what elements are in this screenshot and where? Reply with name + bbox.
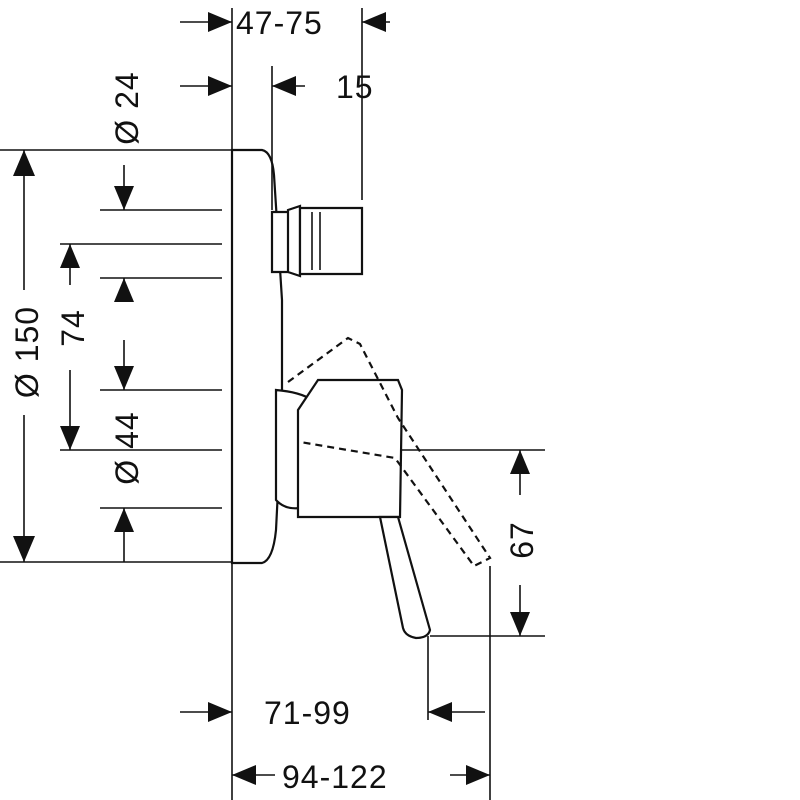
dimension-labels: 47-75 15 Ø 24 Ø 150 74 Ø 44 67 71-99 94-… [9, 5, 540, 795]
dim-74-label: 74 [55, 309, 91, 347]
dim-94-122-label: 94-122 [282, 759, 388, 795]
dim-150-label: Ø 150 [9, 306, 45, 398]
dim-67-label: 67 [504, 521, 540, 559]
dimension-lines [13, 12, 530, 785]
lever-handle [378, 515, 432, 640]
mixer-body [230, 148, 492, 640]
dim-24-label: Ø 24 [109, 71, 145, 144]
dim-47-75-label: 47-75 [236, 5, 323, 41]
dim-71-99-label: 71-99 [264, 695, 351, 731]
lever-block [296, 378, 404, 519]
dim-15-label: 15 [336, 69, 374, 105]
extension-lines [0, 8, 545, 800]
dim-44-label: Ø 44 [109, 411, 145, 484]
diverter-knob [270, 204, 364, 278]
lever-alt-position [287, 336, 492, 568]
